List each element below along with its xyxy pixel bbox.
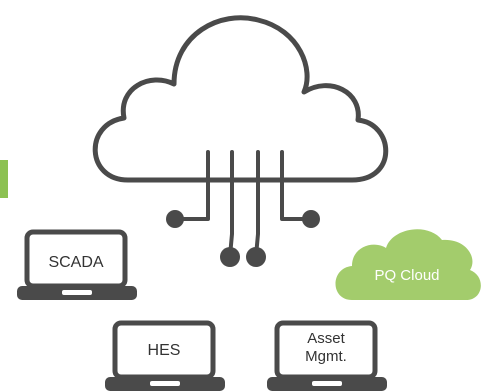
scada-label: SCADA: [48, 254, 103, 271]
asset-mgmt-laptop-icon: Asset Mgmt.: [267, 320, 387, 391]
circuit-terminals: [166, 210, 320, 267]
left-accent-bar: [0, 160, 8, 198]
hes-label: HES: [148, 342, 181, 359]
asset-mgmt-label-line2: Mgmt.: [305, 348, 347, 365]
pq-cloud-label: PQ Cloud: [374, 267, 439, 284]
hes-laptop-icon: HES: [105, 320, 225, 391]
pq-cloud-icon: PQ Cloud: [335, 229, 481, 300]
asset-mgmt-label-line1: Asset: [307, 330, 345, 347]
scada-laptop-icon: SCADA: [17, 229, 137, 300]
main-cloud-icon: [92, 15, 389, 183]
